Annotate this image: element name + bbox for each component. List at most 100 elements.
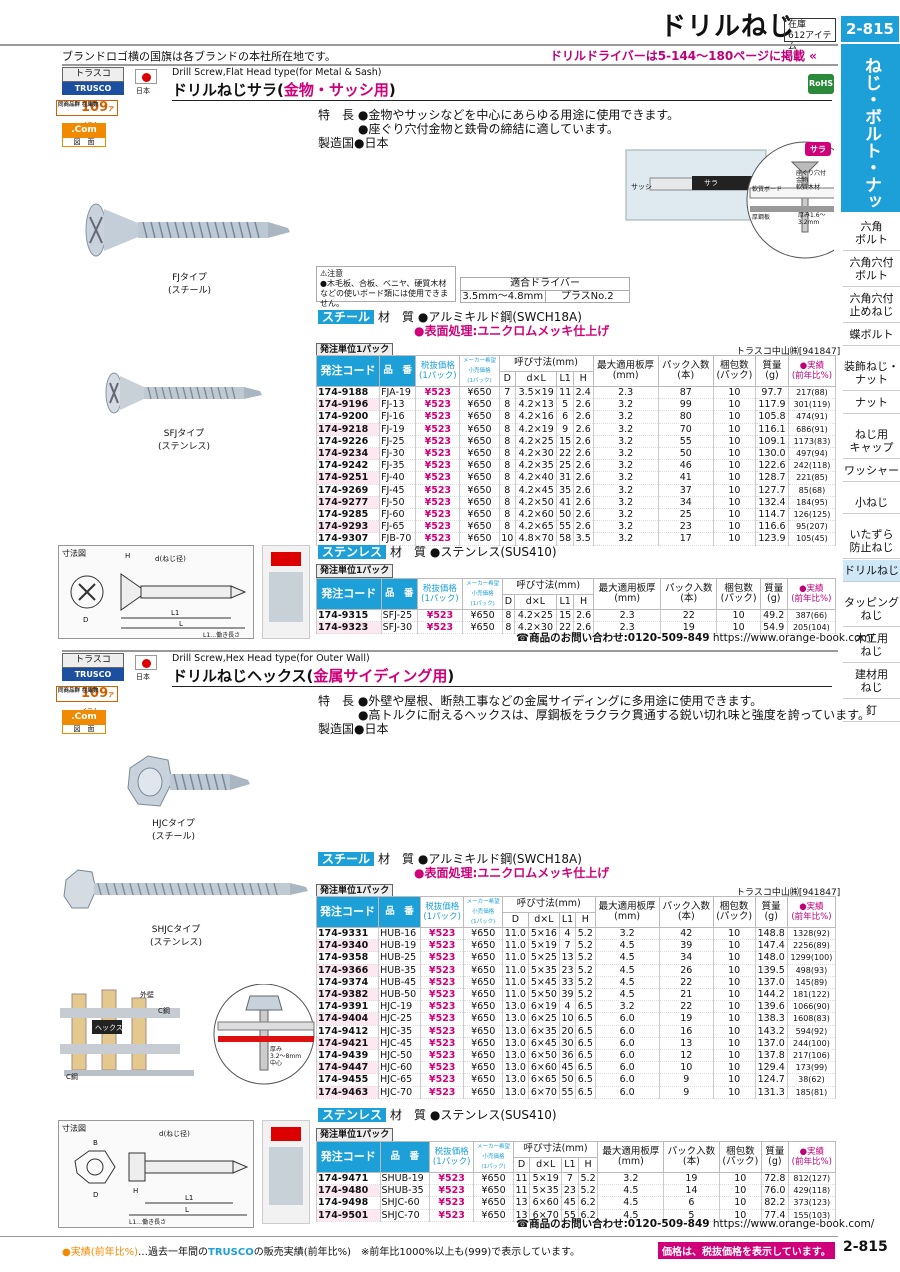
sidebar-item[interactable]: ワッシャー [843,460,900,482]
table-cell: 2256(89) [786,939,837,953]
table-cell: 6×70 [527,1086,560,1099]
table-cell: 5×19 [527,939,560,953]
table-cell: 13 [658,1037,714,1051]
table-cell[interactable]: 174-9331 [315,927,380,941]
table-cell[interactable]: 174-9234 [315,447,381,461]
table-cell: ¥523 [416,609,464,623]
country-label: 日本 [136,87,150,95]
table-cell[interactable]: 174-9315 [316,609,382,623]
drawing-link[interactable]: 図 面 [62,137,106,147]
table-cell: 10 [712,1086,756,1099]
order-unit-2: 発注単位1パック [316,564,394,578]
sidebar-item[interactable]: 六角穴付 ボルト [843,252,900,287]
table-cell: 129.4 [754,1061,788,1075]
table-cell[interactable]: 174-9269 [315,484,381,497]
table-cell: 8 [502,621,515,635]
table-cell: 5 [556,398,574,412]
sidebar-item[interactable]: いたずら 防止ねじ [843,524,900,559]
orange-book-link[interactable]: .Com [62,123,106,137]
table-cell[interactable]: 174-9463 [315,1086,380,1099]
sidebar-item[interactable]: 小ねじ [843,492,900,514]
sidebar-item[interactable]: ねじ用 キャップ [843,424,900,459]
sidebar-item[interactable]: 装飾ねじ・ ナット [843,356,900,391]
col-d: D [502,593,515,610]
contact-url[interactable]: https://www.orange-book.com/ [712,632,875,644]
table-cell[interactable]: 174-9293 [315,520,381,534]
table-cell[interactable]: 174-9218 [315,423,381,436]
table-cell[interactable]: 174-9200 [315,410,381,424]
table-cell[interactable]: 174-9277 [315,496,381,510]
table-cell: FJA-19 [379,386,417,400]
material-tag-2: ステンレス [318,545,387,559]
sidebar-item[interactable]: 六角穴付 止めねじ [843,288,900,323]
sidebar-item[interactable]: 蝶ボルト [843,324,900,346]
table-cell: 116.1 [755,423,789,436]
sidebar-item[interactable]: タッピング ねじ [843,592,900,627]
table-cell[interactable]: 174-9251 [315,471,381,485]
table-cell: ¥650 [459,423,500,436]
table-cell[interactable]: 174-9391 [315,1000,380,1014]
table-cell[interactable]: 174-9439 [315,1049,380,1063]
order-unit: 発注単位1パック [316,343,394,357]
table-cell: 6.5 [575,1000,596,1014]
table-cell[interactable]: 174-9307 [315,532,381,546]
table-cell[interactable]: 174-9340 [315,939,380,953]
table-cell[interactable]: 174-9498 [316,1196,381,1210]
table-cell[interactable]: 174-9501 [316,1209,381,1222]
table-cell[interactable]: 174-9188 [315,386,381,400]
table-cell: 10 [712,471,757,485]
table-cell: ¥523 [415,508,461,522]
table-cell: 31 [556,471,574,485]
table-cell[interactable]: 174-9196 [315,398,381,412]
table-cell[interactable]: 174-9421 [315,1037,380,1051]
table-cell: 2.3 [593,609,662,623]
driver-head: 適合ドライバー [461,278,629,291]
table-cell: 4.8×70 [514,532,558,546]
table-cell: 39 [558,988,577,1002]
table-cell: 95(207) [787,520,837,534]
table-cell: 97.7 [755,386,789,400]
table-cell: 4.5 [594,988,660,1002]
drawing-link-2[interactable]: 図 面 [62,724,106,734]
table-cell[interactable]: 174-9285 [315,508,381,522]
table-cell[interactable]: 174-9382 [315,988,380,1002]
table-cell: 4.2×45 [514,484,558,497]
table-cell: 8 [498,447,516,461]
table-cell: 23 [657,520,714,534]
sidebar-item[interactable]: 建材用 ねじ [843,664,900,699]
table-cell[interactable]: 174-9242 [315,459,381,473]
table-cell: 8 [498,496,516,510]
table-cell[interactable]: 174-9447 [315,1061,380,1075]
table-cell[interactable]: 174-9471 [316,1172,381,1186]
table-cell[interactable]: 174-9404 [315,1012,380,1026]
table-cell[interactable]: 174-9374 [315,976,380,990]
table-cell: ¥523 [419,1061,465,1075]
table-cell: HJC-19 [378,1000,421,1014]
table-cell: 7 [561,1172,579,1186]
table-cell: FJ-65 [379,520,417,534]
table-cell[interactable]: 174-9226 [315,435,381,449]
table-cell[interactable]: 174-9323 [316,621,382,635]
table-cell[interactable]: 174-9358 [315,951,380,965]
table-cell: 13.0 [501,1073,529,1087]
table-cell: 15 [556,609,575,623]
table-cell[interactable]: 174-9366 [315,964,380,977]
sidebar-item[interactable]: ドリルねじ [843,560,900,582]
sidebar-item[interactable]: 六角 ボルト [843,216,900,251]
table-cell[interactable]: 174-9455 [315,1073,380,1087]
sidebar-item[interactable]: ナット [843,392,900,414]
sidebar-item[interactable]: 釘 [843,700,900,722]
table-cell[interactable]: 174-9412 [315,1025,380,1038]
orange-book-link-2[interactable]: .Com [62,710,106,724]
table-cell[interactable]: 174-9480 [316,1184,381,1198]
table-cell: 6.5 [575,1086,596,1099]
title2-part-b: ) [447,667,455,685]
sidebar-item[interactable]: 木工用 ねじ [843,628,900,663]
col-part-no: 品 番 [378,896,421,928]
contact-url-2[interactable]: https://www.orange-book.com/ [712,1218,875,1230]
